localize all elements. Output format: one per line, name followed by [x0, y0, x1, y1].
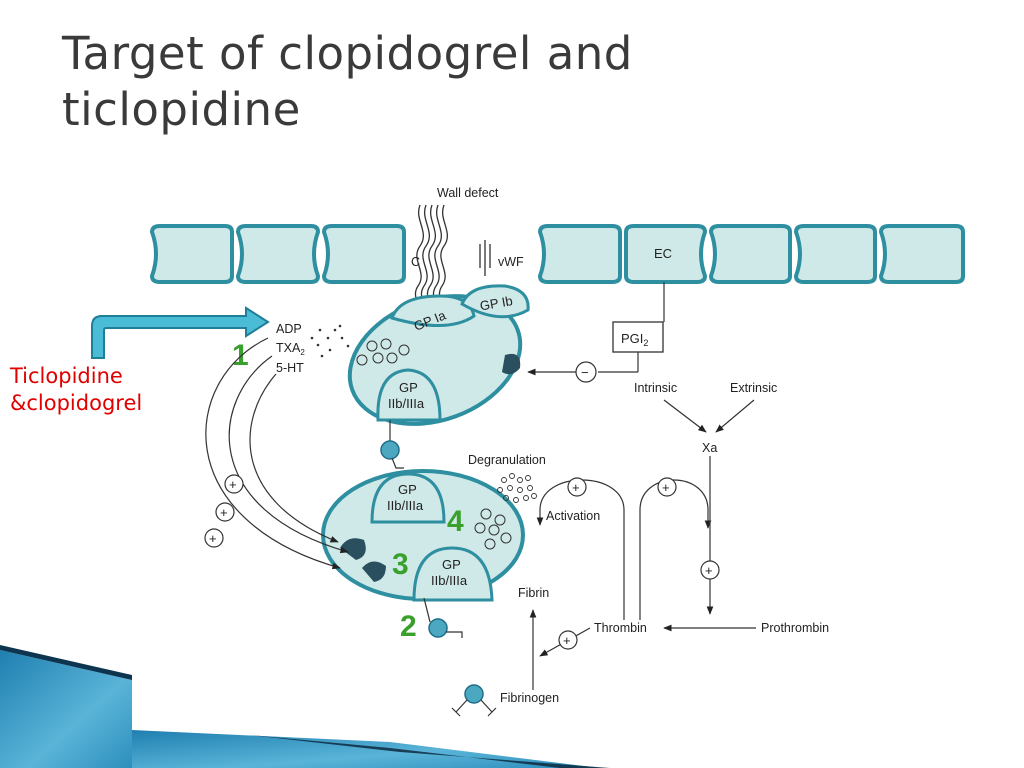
intrinsic-label: Intrinsic	[634, 381, 677, 395]
released-mediator-dots	[310, 324, 350, 358]
gp-iib-iiia-receptor-upper	[376, 368, 442, 422]
drug-label-line-2: &clopidogrel	[10, 391, 143, 415]
platelet-upper: GP Ia GP Ib GP IIb/IIIa	[347, 284, 530, 426]
platelet-receptor-wedge	[502, 353, 521, 375]
gp-label-lower-1: GP	[398, 482, 417, 497]
gp-label-lower-2: GP	[442, 557, 461, 572]
drug-target-arrow	[91, 306, 270, 359]
gp-iib-iiia-receptor-lower-2	[412, 546, 494, 602]
platelet-receptor-wedge	[362, 561, 386, 582]
activation-sign-fibrin-text: +	[563, 633, 571, 648]
activation-sign-xa-text: +	[705, 563, 713, 578]
platelet-receptor-wedge	[340, 538, 366, 560]
thrombin-activation-loop	[536, 479, 712, 620]
granules-lower	[474, 508, 512, 550]
activation-signs-left: + + +	[204, 474, 244, 548]
degranulation-cloud	[497, 473, 537, 503]
endothelial-cell	[793, 224, 877, 284]
ec-label: EC	[654, 246, 672, 261]
txa2-label: TXA2	[276, 341, 305, 357]
step-number-3: 3	[392, 548, 409, 581]
wall-defect-label: Wall defect	[437, 186, 499, 200]
svg-text:+: +	[662, 480, 670, 495]
gp-ib-receptor	[460, 284, 530, 319]
drug-label-line-1: Ticlopidine	[10, 364, 123, 388]
step-number-4: 4	[447, 505, 464, 538]
fibrinogen-label: Fibrinogen	[500, 691, 559, 705]
feedback-arrows	[205, 337, 349, 570]
endothelial-cell	[537, 224, 622, 284]
endothelial-cell	[149, 224, 234, 284]
endothelial-cell	[321, 224, 406, 284]
activation-label: Activation	[546, 509, 600, 523]
platelet-lower: GP IIb/IIIa GP IIb/IIIa	[321, 469, 525, 602]
activation-sign-xa	[700, 560, 720, 580]
svg-text:+: +	[572, 480, 580, 495]
activation-sign-fibrin	[558, 630, 578, 650]
xa-label: Xa	[702, 441, 717, 455]
iib-iiia-label-lower-1: IIb/IIIa	[387, 498, 424, 513]
step-number-2: 2	[400, 610, 417, 643]
svg-text:+: +	[220, 505, 228, 520]
svg-text:+: +	[209, 531, 217, 546]
granules-upper	[356, 338, 410, 366]
activation-signs-right: + +	[567, 477, 677, 497]
fibrinogen-bridge-lower	[428, 618, 448, 638]
iib-iiia-label-lower-2: IIb/IIIa	[431, 573, 468, 588]
5ht-label: 5-HT	[276, 361, 304, 375]
collagen-label: C	[411, 255, 420, 269]
svg-text:+: +	[229, 477, 237, 492]
inhibit-sign-text: −	[581, 365, 589, 380]
extrinsic-label: Extrinsic	[730, 381, 777, 395]
pgi2-label: PGI2	[621, 331, 648, 348]
vwf-strands	[479, 240, 491, 276]
fibrinogen-molecule	[464, 684, 484, 704]
endothelial-cell-row	[149, 224, 965, 284]
endothelial-cell-ec	[624, 224, 708, 284]
fibrin-label: Fibrin	[518, 586, 549, 600]
slide-corner-decoration	[0, 645, 732, 768]
prothrombin-label: Prothrombin	[761, 621, 829, 635]
degranulation-label: Degranulation	[468, 453, 546, 467]
fibrin-arrows	[529, 609, 591, 690]
slide-title: Target of clopidogrel and ticlopidine	[62, 27, 633, 136]
adp-label: ADP	[276, 322, 302, 336]
gp-label-upper: GP	[399, 380, 418, 395]
step-number-1: 1	[232, 339, 249, 372]
vwf-label: vWF	[498, 255, 524, 269]
gp-ib-label: GP Ib	[479, 293, 514, 314]
drug-label: Ticlopidine &clopidogrel	[10, 363, 142, 417]
fibrinogen-bridge-upper	[380, 440, 400, 460]
endothelial-cell	[878, 224, 965, 284]
gp-iib-iiia-receptor-lower-1	[370, 472, 446, 524]
endothelial-cell	[708, 224, 792, 284]
iib-iiia-label-upper: IIb/IIIa	[388, 396, 425, 411]
endothelial-cell	[235, 224, 321, 284]
thrombin-label: Thrombin	[594, 621, 647, 635]
cascade-arrows	[663, 399, 756, 632]
